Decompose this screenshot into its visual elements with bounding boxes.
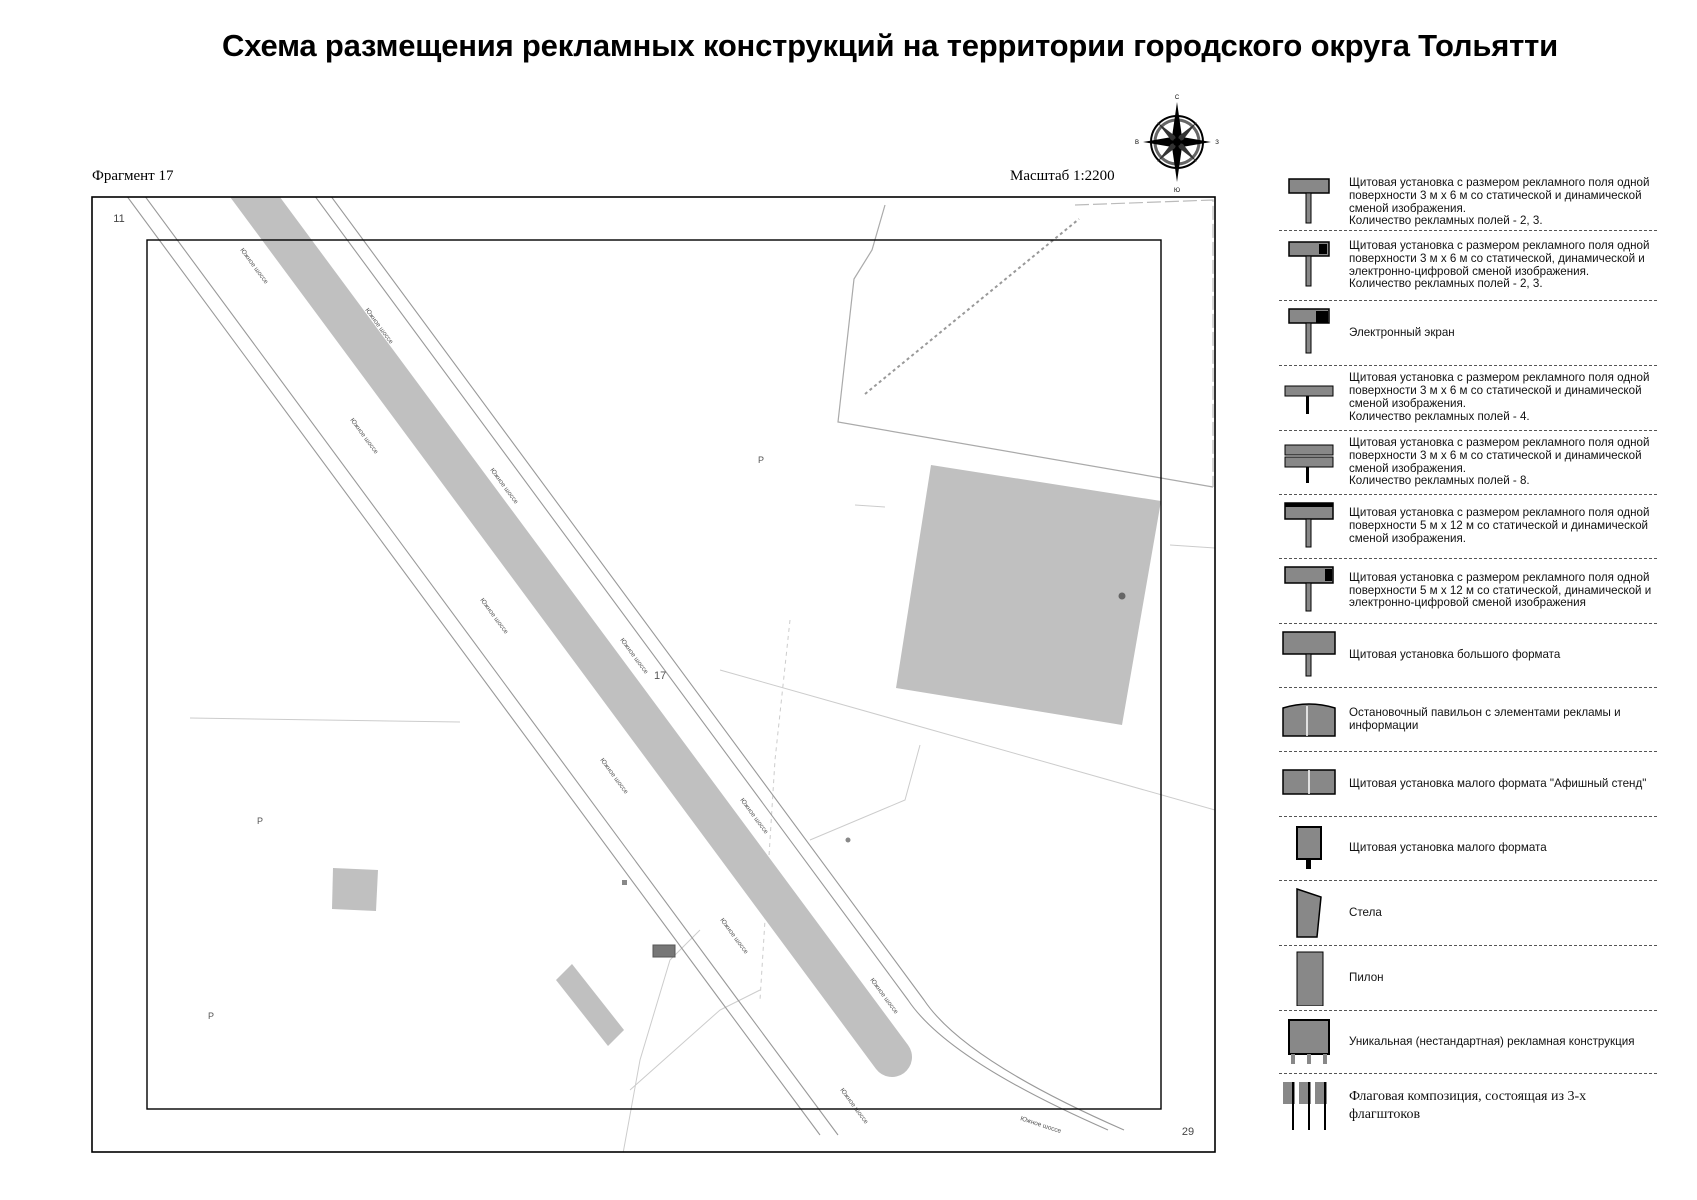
legend-item-text: Флаговая композиция, состоящая из 3-х фл… bbox=[1349, 1088, 1587, 1122]
legend-item: Электронный экран bbox=[1279, 301, 1657, 366]
electronic-screen-icon bbox=[1279, 305, 1339, 361]
adjacent-fragment-bottom-right[interactable]: 29 bbox=[1182, 1126, 1194, 1138]
legend-item: Стела bbox=[1279, 881, 1657, 946]
legend-item-text: Стела bbox=[1349, 905, 1382, 919]
legend-item-text: Остановочный павильон с элементами рекла… bbox=[1349, 705, 1621, 732]
faint-lines bbox=[189, 504, 1215, 1152]
pylon-icon bbox=[1279, 950, 1339, 1006]
unique-construction-icon bbox=[1279, 1014, 1339, 1070]
road-edge-line bbox=[330, 197, 1125, 1131]
map-frame-outer bbox=[91, 196, 1216, 1153]
billboard-3x6-static-dynamic-icon bbox=[1279, 175, 1339, 231]
compass-south: Ю bbox=[1174, 188, 1180, 194]
billboard-5x12-static-dynamic-icon bbox=[1279, 499, 1339, 555]
legend-item-text: Щитовая установка с размером рекламного … bbox=[1349, 175, 1650, 228]
legend-item: Щитовая установка большого формата bbox=[1279, 624, 1657, 688]
map-frame-inner bbox=[146, 239, 1162, 1110]
legend-item: Пилон bbox=[1279, 946, 1657, 1011]
parking-label: Р bbox=[257, 816, 263, 826]
legend-item-text: Электронный экран bbox=[1349, 325, 1455, 339]
legend-item: Флаговая композиция, состоящая из 3-х фл… bbox=[1279, 1074, 1657, 1137]
stele-icon bbox=[1279, 885, 1339, 941]
fragment-number-label: 17 bbox=[654, 670, 666, 682]
legend-item: Щитовая установка малого формата "Афишны… bbox=[1279, 752, 1657, 817]
fragment-label: Фрагмент 17 bbox=[92, 168, 174, 184]
building bbox=[332, 868, 378, 911]
legend-item: Щитовая установка с размером рекламного … bbox=[1279, 175, 1657, 231]
street-label: Южное шоссе bbox=[348, 417, 379, 456]
scale-label: Масштаб 1:2200 bbox=[1010, 168, 1115, 184]
compass-rose-icon: С Ю В З bbox=[1135, 95, 1219, 194]
parking-label: Р bbox=[208, 1011, 214, 1021]
map-marker-icon bbox=[845, 837, 851, 843]
legend-item-text: Щитовая установка малого формата "Афишны… bbox=[1349, 776, 1647, 790]
compass-north: С bbox=[1175, 95, 1180, 101]
compass-west: В bbox=[1135, 140, 1139, 146]
street-label: Южное шоссе bbox=[838, 1087, 869, 1126]
legend-item: Щитовая установка с размером рекламного … bbox=[1279, 231, 1657, 301]
legend-item-text: Щитовая установка с размером рекламного … bbox=[1349, 570, 1652, 610]
legend: Щитовая установка с размером рекламного … bbox=[1279, 175, 1657, 1137]
billboard-5x12-digital-icon bbox=[1279, 563, 1339, 619]
street-label: Южное шоссе bbox=[1019, 1115, 1062, 1135]
legend-item: Щитовая установка с размером рекламного … bbox=[1279, 431, 1657, 495]
fence-line bbox=[864, 218, 1080, 395]
map-marker-icon bbox=[622, 880, 627, 885]
legend-item-text: Щитовая установка большого формата bbox=[1349, 648, 1561, 662]
road-edge-line bbox=[144, 197, 839, 1136]
parcel-boundary bbox=[1074, 199, 1214, 487]
legend-item-text: Щитовая установка с размером рекламного … bbox=[1349, 238, 1650, 291]
flag-composition-icon bbox=[1279, 1078, 1339, 1134]
small-format-billboard-icon bbox=[1279, 821, 1339, 877]
legend-item-text: Пилон bbox=[1349, 970, 1384, 984]
building bbox=[556, 964, 624, 1046]
road-edge-line bbox=[126, 197, 821, 1136]
street-label: Южное шоссе bbox=[238, 247, 269, 286]
poster-stand-marker bbox=[652, 944, 676, 958]
street-label: Южное шоссе bbox=[718, 917, 749, 956]
legend-item-text: Щитовая установка с размером рекламного … bbox=[1349, 506, 1650, 545]
road-median bbox=[230, 197, 912, 1077]
legend-item: Щитовая установка малого формата bbox=[1279, 817, 1657, 881]
billboard-4-fields-icon bbox=[1279, 370, 1339, 426]
legend-item: Остановочный павильон с элементами рекла… bbox=[1279, 688, 1657, 752]
adjacent-fragment-top-left[interactable]: 11 bbox=[113, 213, 124, 225]
parcel-boundary bbox=[837, 204, 1214, 488]
legend-item: Щитовая установка с размером рекламного … bbox=[1279, 559, 1657, 624]
legend-item: Щитовая установка с размером рекламного … bbox=[1279, 366, 1657, 431]
road-edge-line bbox=[314, 197, 1109, 1131]
legend-item-text: Щитовая установка с размером рекламного … bbox=[1349, 371, 1650, 423]
billboard-3x6-digital-icon bbox=[1279, 238, 1339, 294]
compass-east: З bbox=[1215, 140, 1219, 146]
legend-item-text: Щитовая установка малого формата bbox=[1349, 841, 1547, 855]
billboard-8-fields-icon bbox=[1279, 435, 1339, 491]
poster-stand-icon bbox=[1279, 756, 1339, 812]
street-label: Южное шоссе bbox=[598, 757, 629, 796]
large-format-billboard-icon bbox=[1279, 628, 1339, 684]
legend-item-text: Уникальная (нестандартная) рекламная кон… bbox=[1349, 1034, 1635, 1048]
medical-marker-icon bbox=[1118, 592, 1126, 600]
legend-item: Щитовая установка с размером рекламного … bbox=[1279, 495, 1657, 559]
legend-item: Уникальная (нестандартная) рекламная кон… bbox=[1279, 1011, 1657, 1074]
street-label: Южное шоссе bbox=[478, 597, 509, 636]
building bbox=[896, 465, 1161, 725]
page-title: Схема размещения рекламных конструкций н… bbox=[222, 28, 1558, 63]
legend-item-text: Щитовая установка с размером рекламного … bbox=[1349, 435, 1650, 488]
bus-stop-pavilion-icon bbox=[1279, 692, 1339, 748]
parking-label: Р bbox=[758, 455, 764, 465]
